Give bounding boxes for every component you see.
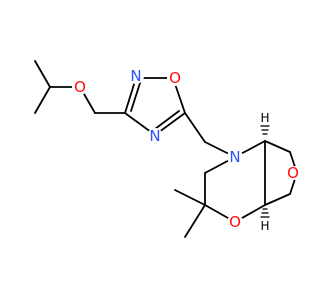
ether-oxygen: O xyxy=(72,78,88,96)
bond-c3-n2 xyxy=(124,77,137,114)
bond-isopropyl-ch3-upper xyxy=(34,60,51,88)
oxadiazole-nitrogen-2-label: N xyxy=(130,67,141,85)
oxadiazole-oxygen-1-label: O xyxy=(169,69,181,87)
stereo-hydrogen-upper: H xyxy=(260,111,269,125)
bond-me-upper xyxy=(174,189,206,206)
oxadiazole-nitrogen-2: N xyxy=(128,67,144,85)
oxadiazole-nitrogen-4-label: N xyxy=(149,127,160,145)
bond-isopropyl-ch3-lower xyxy=(34,86,51,114)
morpholine-oxygen: O xyxy=(227,213,243,231)
bond-c4a-ch2 xyxy=(264,140,291,153)
molecule-structure: O N O N N O O H H xyxy=(34,60,300,238)
bond-c5-ch2 xyxy=(184,112,206,143)
ether-oxygen-label: O xyxy=(74,78,86,96)
bond-me-lower xyxy=(184,204,206,238)
amine-nitrogen-label: N xyxy=(229,148,240,166)
bond-ch2-c7a xyxy=(264,193,291,206)
bond-c3-n2-double xyxy=(130,79,142,112)
stereo-hydrogen-lower: H xyxy=(260,219,269,233)
amine-nitrogen: N xyxy=(227,148,243,166)
morpholine-oxygen-label: O xyxy=(229,213,241,231)
stereo-wedge-upper xyxy=(260,125,270,135)
thf-oxygen: O xyxy=(287,164,300,182)
stereo-wedge-lower xyxy=(260,208,270,218)
atom-label-layer: O N O N N O O H H xyxy=(72,67,300,233)
oxadiazole-oxygen-1: O xyxy=(167,69,183,87)
thf-oxygen-label: O xyxy=(287,164,299,182)
oxadiazole-nitrogen-4: N xyxy=(147,127,163,145)
bond-c5-n4-double xyxy=(154,110,180,130)
